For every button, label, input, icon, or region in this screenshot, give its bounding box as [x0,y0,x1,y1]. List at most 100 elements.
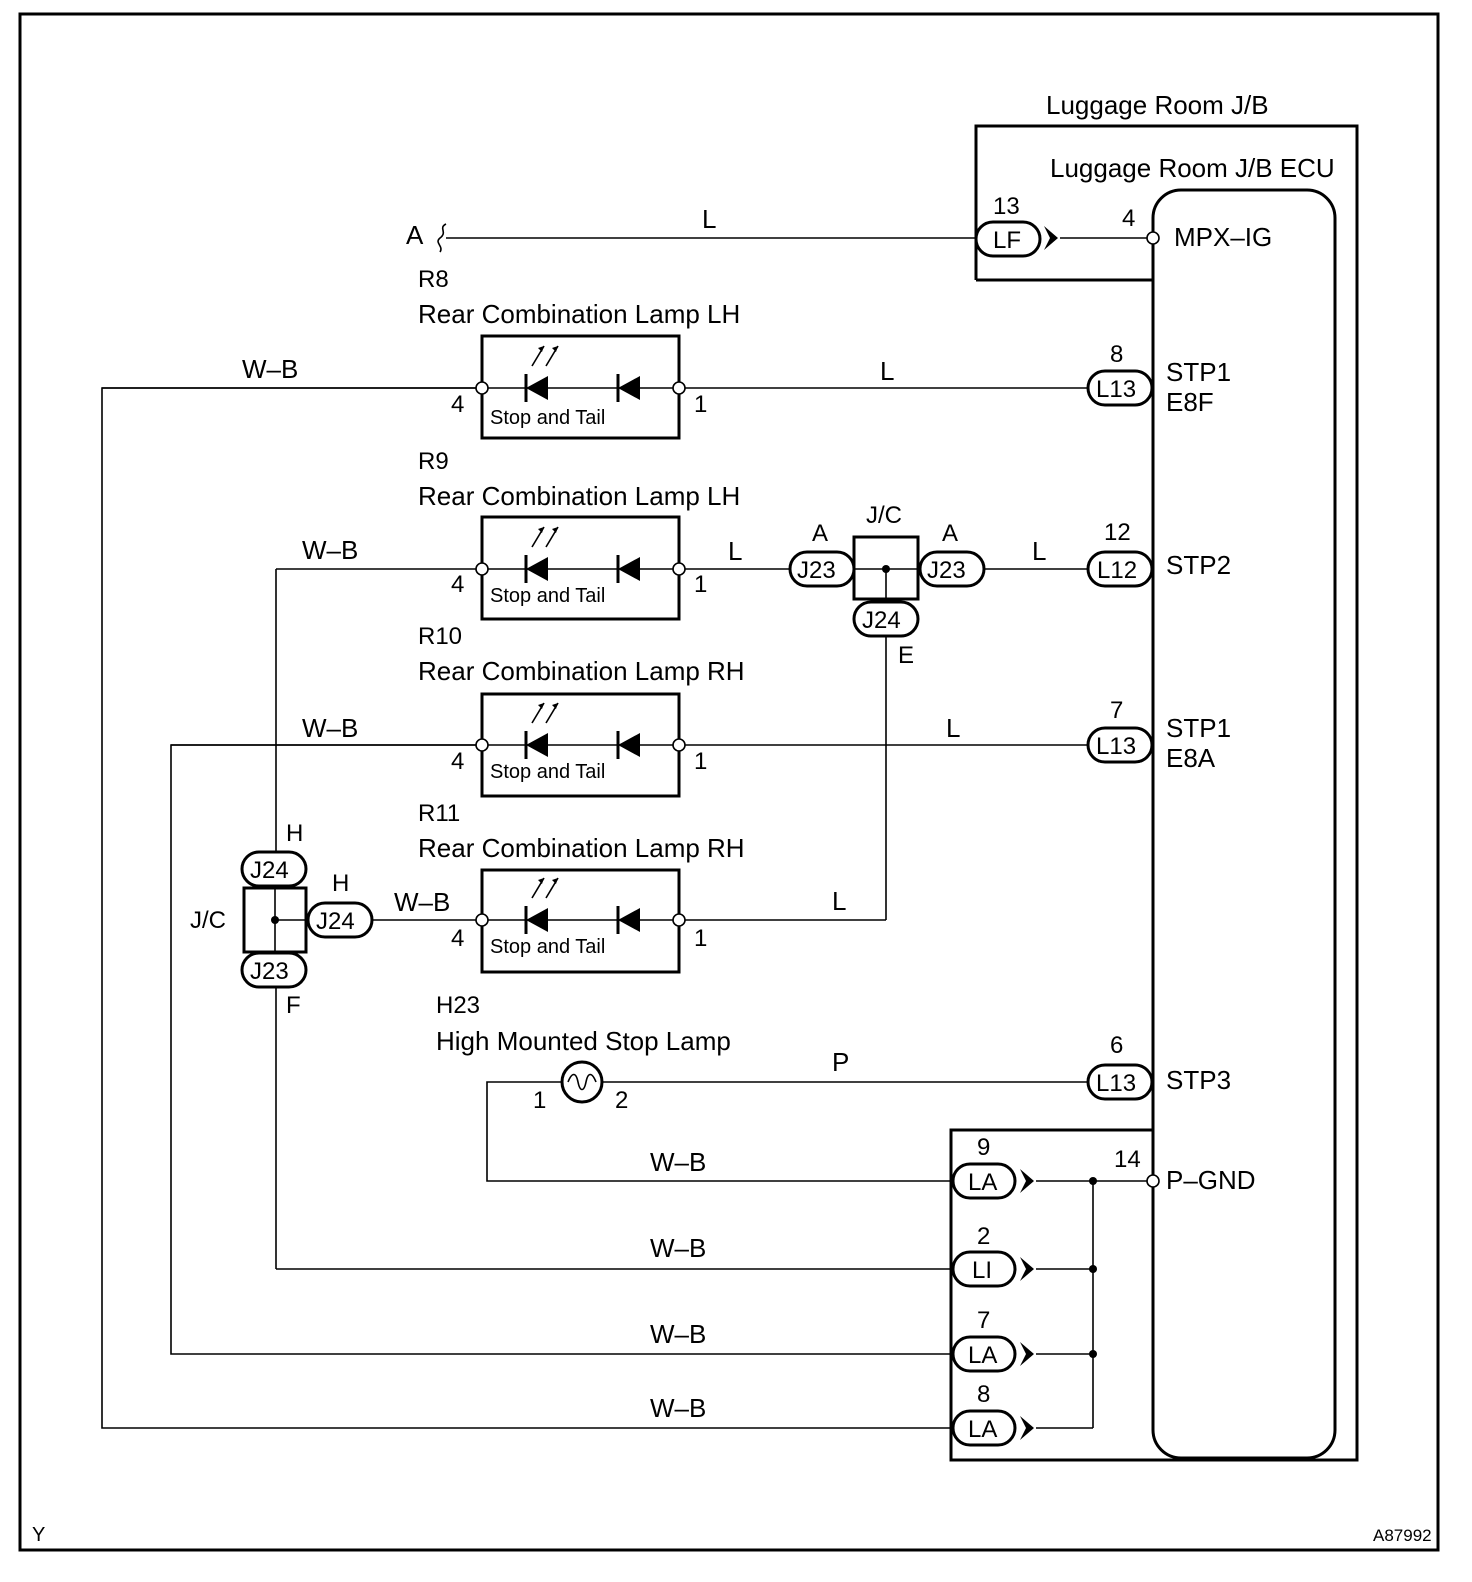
h23-code: H23 [436,992,480,1019]
la8-pin: 8 [977,1381,990,1408]
la8-label: LA [968,1416,997,1443]
li2-connector [951,1250,1017,1288]
lf-connector [974,220,1042,258]
la8-terminal-icon [1020,1416,1034,1440]
r8-code: R8 [418,266,449,293]
wire-color-gnd3: W–B [650,1319,706,1349]
r8-pin-right-num: 1 [694,391,707,418]
jc-left-tag-top: H [286,820,303,847]
r11-pin-right [672,913,686,927]
r11-pin-left-num: 4 [451,925,464,952]
jc-right-tag-right: A [942,520,958,547]
h23-pin-left-num: 1 [533,1087,546,1114]
wire-color-gnd1: W–B [650,1147,706,1177]
corner-label-left: Y [32,1524,45,1546]
ecu-pin-4: 4 [1122,205,1135,232]
ecu-title: Luggage Room J/B ECU [1050,153,1335,183]
jc-right-label: J/C [866,502,902,529]
r11-led-icon [482,877,679,934]
r9-inner: Stop and Tail [490,585,605,607]
wire-gnd4 [101,387,951,1429]
r11-code: R11 [418,800,460,827]
la7-connector [951,1335,1017,1373]
ground-node-3 [1089,1350,1097,1358]
wire-h23-to-la9 [486,1081,951,1182]
jc-right-conn-right-label: J23 [927,557,966,584]
terminal-stp1-e8a-line2: E8A [1166,743,1216,773]
wire-color-jc-to-l12: L [1032,536,1046,566]
r9-name: Rear Combination Lamp LH [418,481,740,511]
h23-filament-icon [567,1073,597,1091]
jc-left-conn-right-label: J24 [316,908,355,935]
r10-name: Rear Combination Lamp RH [418,656,745,686]
r11-name: Rear Combination Lamp RH [418,833,745,863]
wire-color-r11-left: W–B [394,887,450,917]
r10-pin-right-num: 1 [694,748,707,775]
li2-label: LI [972,1257,992,1284]
wire-gnd3 [170,744,951,1355]
wire-color-h23-right: P [832,1047,849,1077]
li2-terminal-icon [1020,1257,1034,1281]
wire-color-r8-left: W–B [242,354,298,384]
r10-code: R10 [418,623,462,650]
jb-title: Luggage Room J/B [1046,90,1269,120]
jc-left-tag-right: H [332,870,349,897]
jc-left-conn-top [240,850,308,888]
l13-mid-connector [1086,726,1154,764]
lf-terminal-icon [1044,226,1058,250]
jc-left-label: J/C [190,907,226,934]
terminal-stp2: STP2 [1166,550,1231,580]
terminal-stp1-e8a-line1: STP1 [1166,713,1231,743]
la9-label: LA [968,1169,997,1196]
gnd-pin-14: 14 [1114,1146,1141,1173]
r10-pin-left [475,738,489,752]
r9-pin-left [475,562,489,576]
r8-pin-left-num: 4 [451,391,464,418]
jc-right-tag-bottom: E [898,642,914,669]
wire-color-r9-left: W–B [302,535,358,565]
l13-mid-pin: 7 [1110,697,1123,724]
r8-led-icon [482,345,679,402]
r9-pin-right-num: 1 [694,571,707,598]
r8-inner: Stop and Tail [490,407,605,429]
ecu-pgnd-pin [1146,1174,1160,1188]
jc-right-conn-bottom-label: J24 [862,607,901,634]
diagram-frame [18,12,1440,1552]
la9-pin: 9 [977,1134,990,1161]
terminal-stp3: STP3 [1166,1065,1231,1095]
l13-top-label: L13 [1096,376,1136,403]
l12-connector [1086,550,1154,588]
h23-name: High Mounted Stop Lamp [436,1026,731,1056]
wire-color-gnd4: W–B [650,1393,706,1423]
r8-pin-right [672,381,686,395]
wire-color-r10-left: W–B [302,713,358,743]
l13-bot-pin: 6 [1110,1032,1123,1059]
jc-right-conn-left-label: J23 [797,557,836,584]
l12-pin: 12 [1104,519,1131,546]
terminal-stp1-e8f-line1: STP1 [1166,357,1231,387]
wire-color-r10-right: L [946,713,960,743]
wire-color-r8-right: L [880,356,894,386]
a-break-symbol [437,223,447,253]
jc-left-tag-bottom: F [286,992,301,1019]
r11-inner: Stop and Tail [490,936,605,958]
la8-connector [951,1409,1017,1447]
ecu-mpx-pin [1146,231,1160,245]
l13-bot-label: L13 [1096,1070,1136,1097]
l13-bot-connector [1086,1063,1154,1101]
r9-code: R9 [418,448,449,475]
r10-pin-right [672,738,686,752]
jc-right-node [882,565,890,573]
h23-pin-right-num: 2 [615,1087,628,1114]
r10-inner: Stop and Tail [490,761,605,783]
l13-top-pin: 8 [1110,341,1123,368]
li2-pin: 2 [977,1223,990,1250]
jc-left-conn-bottom-label: J23 [250,958,289,985]
jc-right-tag-left: A [812,520,828,547]
lf-label: LF [993,227,1021,254]
ground-node-2 [1089,1265,1097,1273]
wire-color-r11-right: L [832,886,846,916]
jc-left-node [271,916,279,924]
terminal-p-gnd: P–GND [1166,1165,1256,1195]
